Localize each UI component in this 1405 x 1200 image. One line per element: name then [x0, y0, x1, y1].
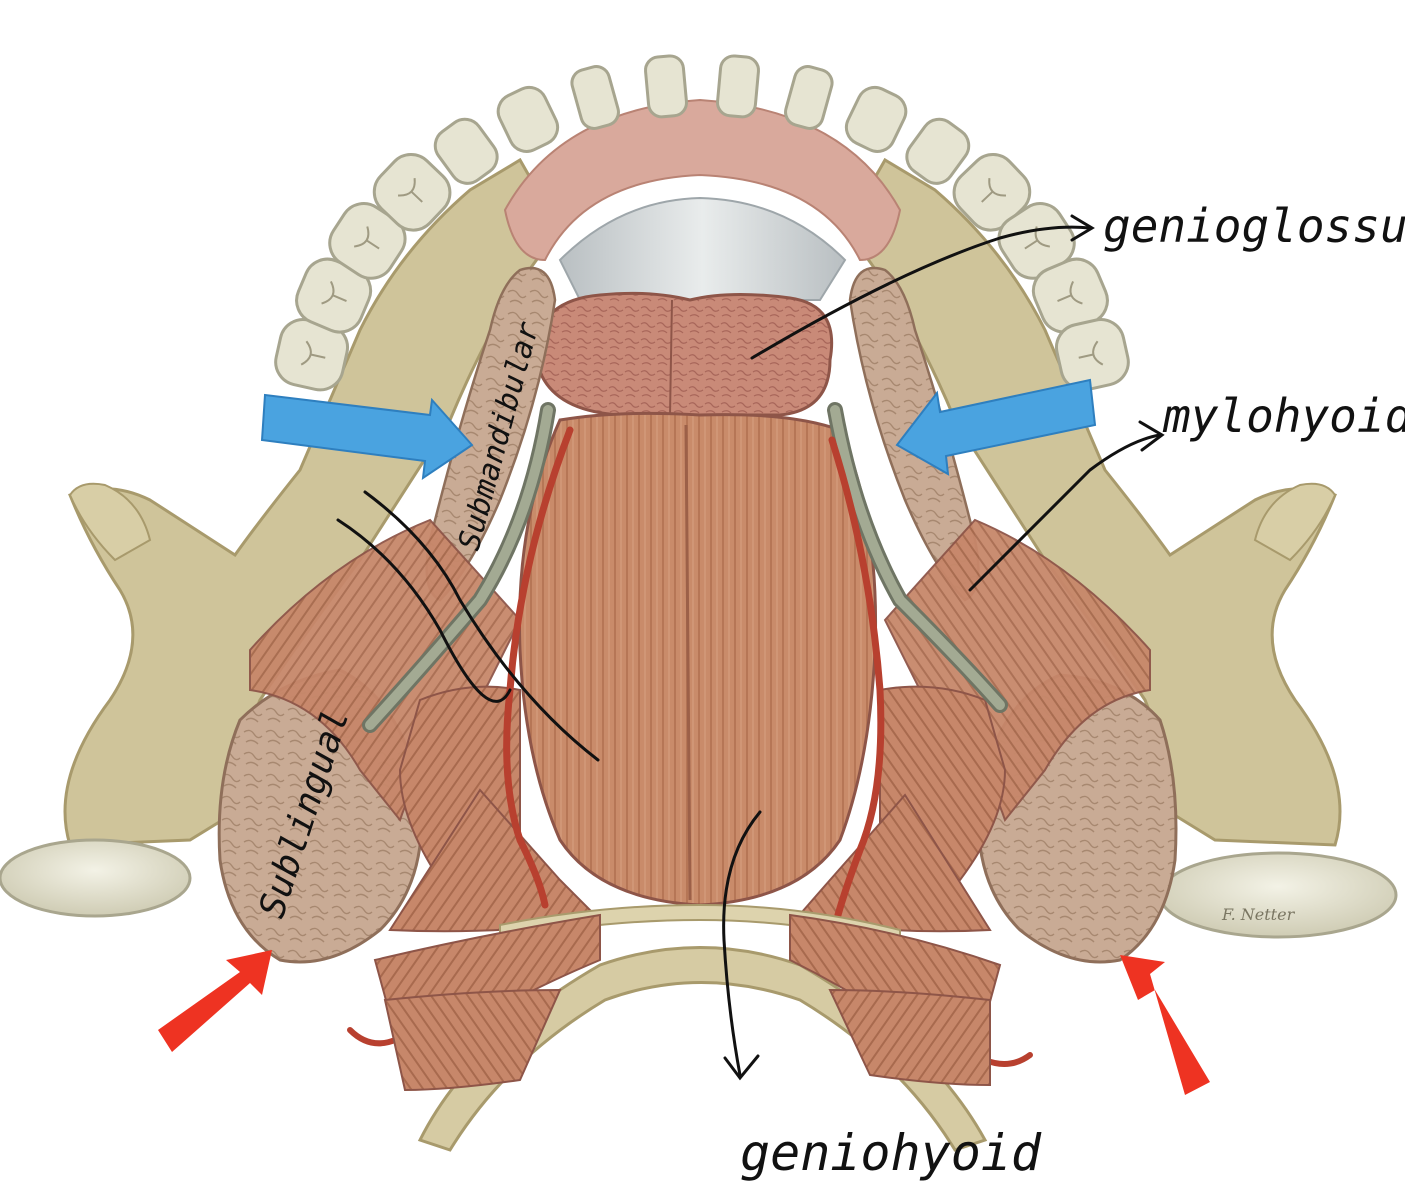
tooth-fissure [397, 177, 423, 203]
submandibular-leader-2 [336, 518, 512, 703]
left-duct-inner [365, 405, 553, 730]
mylohyoid-leader [968, 433, 1162, 592]
tooth [570, 65, 620, 130]
tongue-muscle-body [518, 411, 878, 907]
tooth [784, 65, 834, 130]
tooth [844, 85, 908, 153]
right-duct-inner [830, 405, 1005, 710]
tooth [433, 117, 499, 185]
tooth-fissure [1057, 280, 1083, 305]
tooth [496, 85, 560, 153]
artist-signature: F. Netter [1221, 905, 1296, 924]
teeth [274, 54, 1130, 392]
right-condyle [1158, 851, 1398, 939]
right-lower-muscle-2 [828, 988, 991, 1087]
tooth [644, 54, 688, 119]
palate-tendon [558, 196, 847, 301]
genioglossus-leader-head [1070, 214, 1095, 242]
geniohyoid-leader-head [723, 1054, 760, 1081]
right-artery [828, 436, 885, 919]
left-lower-muscle-2 [383, 988, 562, 1092]
condyles [0, 838, 1398, 939]
genioglossus-leader [750, 225, 1092, 360]
tooth-fissure [300, 340, 326, 366]
tooth-fissure [353, 226, 380, 250]
left-artery [503, 426, 574, 909]
leader-lines [336, 214, 1165, 1081]
submandibular-ducts [362, 402, 1008, 733]
tooth-fissure [981, 177, 1007, 203]
tooth [905, 117, 971, 185]
tooth [716, 54, 760, 119]
left-condyle [0, 838, 192, 918]
genioglossus-tip [533, 291, 834, 417]
submandibular-leader-1 [363, 490, 600, 762]
geniohyoid-leader [722, 810, 762, 1077]
mylohyoid-leader-head [1138, 420, 1165, 452]
tooth-fissure [321, 280, 347, 305]
lingual-arteries [347, 426, 1033, 1067]
right-small-artery [982, 1052, 1033, 1067]
left-small-artery [347, 1027, 398, 1047]
blue-arrow-right [895, 378, 1097, 476]
blue-arrow-left [260, 393, 474, 481]
red-arrow-left [158, 950, 272, 1052]
genioglossus-midline [669, 299, 673, 416]
label-genioglossus: genioglossus [1103, 199, 1405, 253]
red-arrow-right [1120, 955, 1210, 1095]
label-mylohyoid: mylohyoid [1162, 389, 1405, 443]
label-geniohyoid: geniohyoid [740, 1124, 1042, 1182]
tooth-fissure [1078, 340, 1104, 366]
tongue-midline [684, 424, 692, 901]
